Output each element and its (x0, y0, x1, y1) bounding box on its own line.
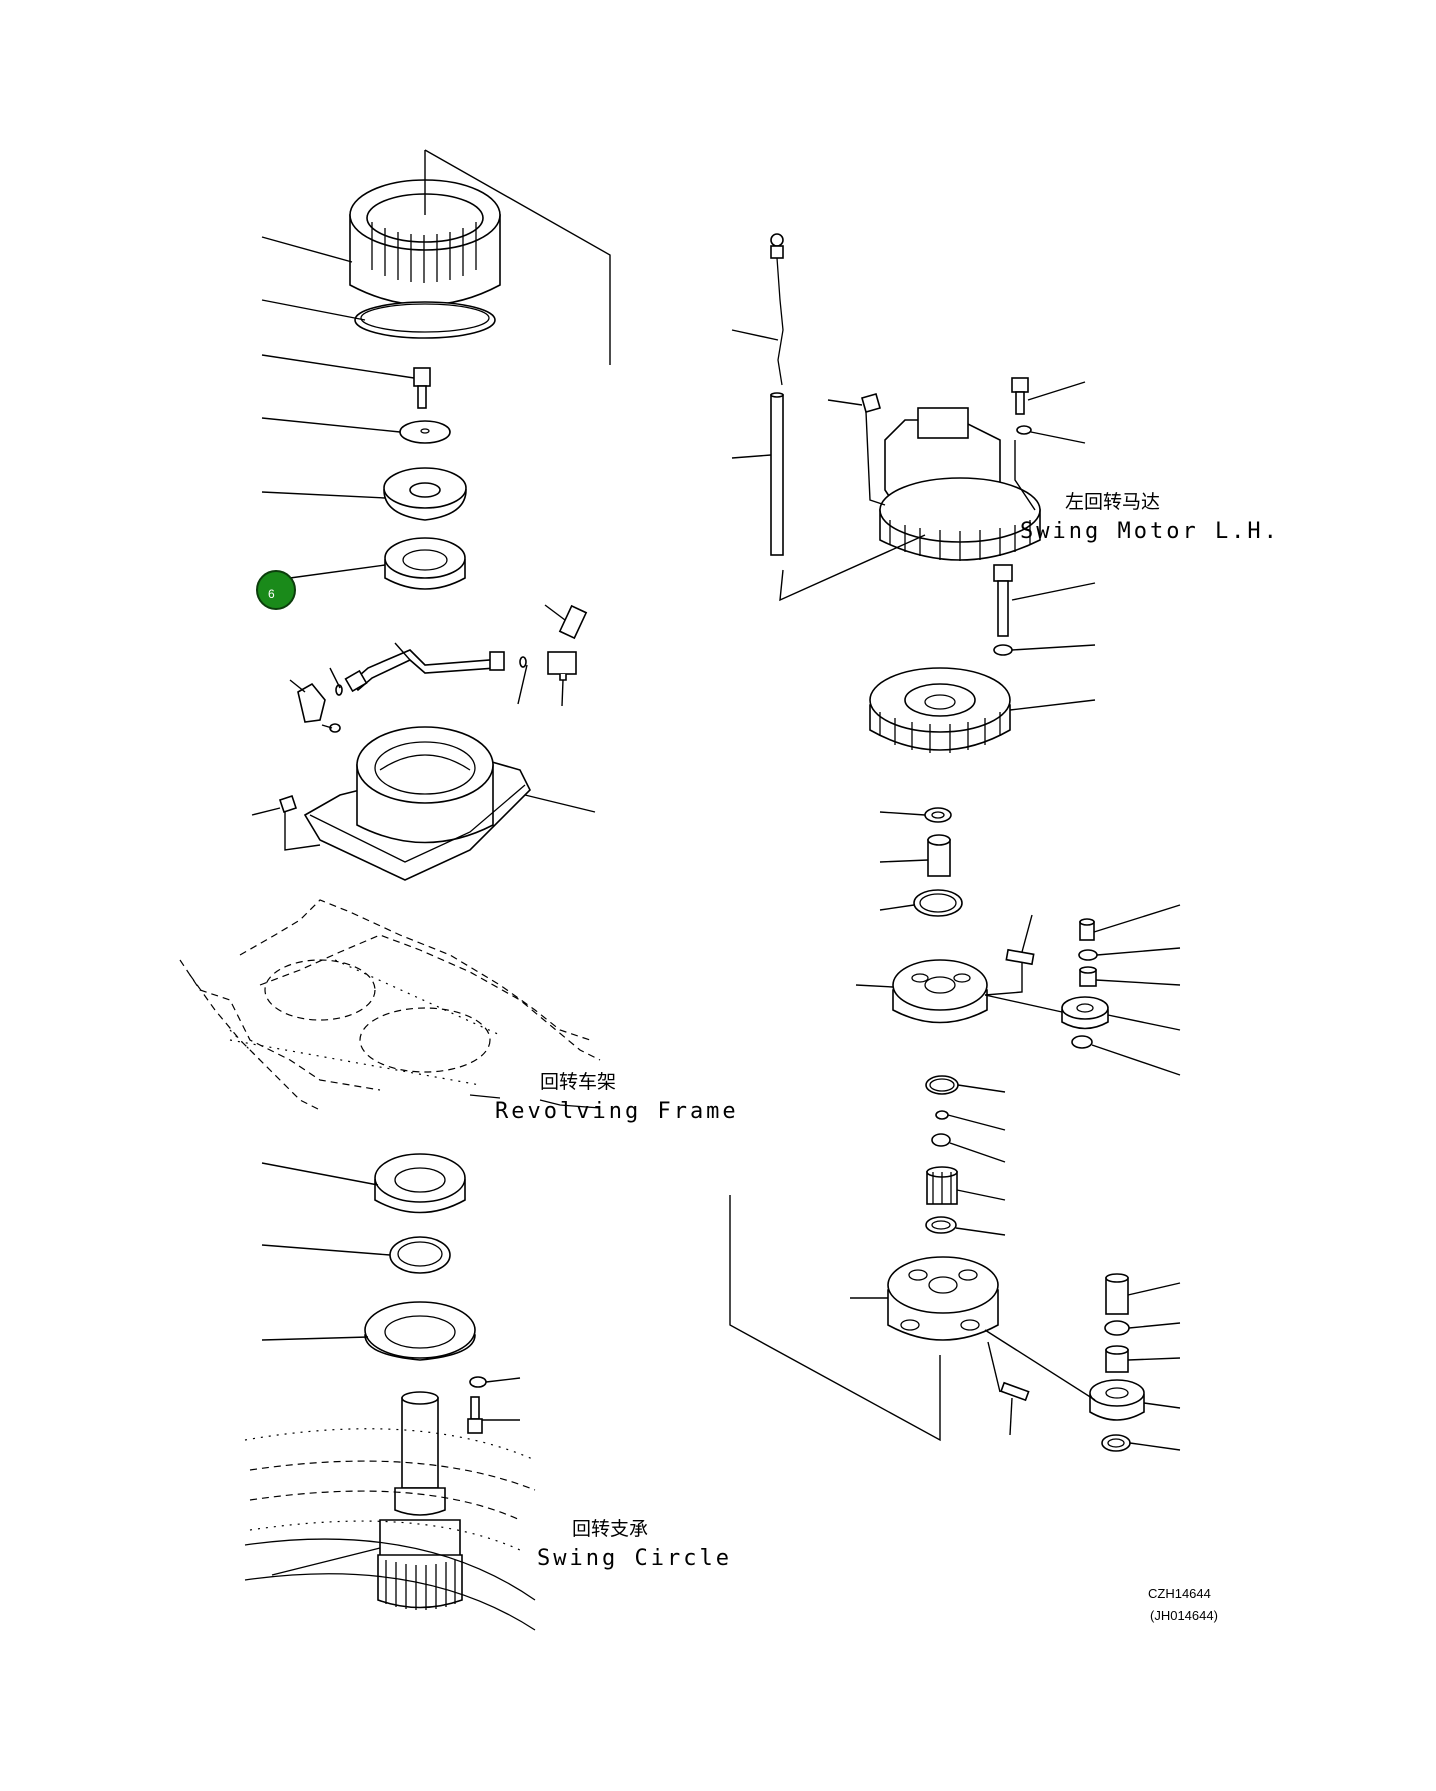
tee-block[interactable] (547, 651, 577, 681)
planet-carrier-2[interactable] (887, 1256, 999, 1341)
long-bolt[interactable] (993, 564, 1013, 637)
washer-3[interactable] (1071, 1035, 1093, 1049)
swing-circle-label-cn: 回转支承 (572, 1518, 648, 1540)
planet-carrier-1[interactable] (892, 959, 988, 1024)
pin-1[interactable] (1005, 948, 1035, 966)
elbow-fitting[interactable] (297, 682, 326, 723)
bushing-1[interactable] (1079, 966, 1097, 987)
oil-level-gauge[interactable] (770, 233, 784, 386)
swing-motor[interactable] (879, 407, 1041, 561)
callout-number: 6 (268, 587, 275, 601)
revolving-frame (179, 899, 601, 1111)
washer-plate[interactable] (399, 420, 451, 444)
washer-lower[interactable] (469, 1376, 487, 1388)
bolt-upper[interactable] (413, 367, 431, 409)
swing-circle-label-en: Swing Circle (537, 1546, 732, 1571)
roller-bearing-6[interactable] (384, 537, 466, 590)
drawing-code: CZH14644 (1148, 1586, 1211, 1601)
breather-plug[interactable] (558, 604, 588, 640)
leader-lines (251, 149, 1181, 1576)
o-ring[interactable] (354, 301, 496, 339)
o-ring-small-3[interactable] (519, 656, 527, 668)
washer-4[interactable] (935, 1110, 949, 1120)
thrust-washer-2[interactable] (925, 1216, 957, 1234)
snap-ring-2[interactable] (925, 1075, 959, 1095)
drawing-code-alt: (JH014644) (1150, 1608, 1218, 1623)
callout-6[interactable]: 6 (256, 570, 296, 610)
thrust-washer-1[interactable] (924, 807, 952, 823)
planet-pin[interactable] (1105, 1273, 1129, 1315)
planet-gear-2[interactable] (1089, 1379, 1145, 1421)
bearing-cover[interactable] (383, 467, 467, 521)
swing-circle (244, 1428, 536, 1631)
pin-small-1[interactable] (1079, 918, 1095, 941)
swing-machinery-housing[interactable] (303, 726, 531, 881)
oil-seal[interactable] (389, 1236, 451, 1274)
bolt-motor[interactable] (1011, 377, 1029, 415)
washer-5[interactable] (931, 1133, 951, 1147)
plug-left[interactable] (278, 794, 298, 814)
swing-motor-label-en: Swing Motor L.H. (1020, 519, 1280, 544)
washer-7[interactable] (1101, 1434, 1131, 1452)
pinion-shaft[interactable] (377, 1391, 463, 1610)
gauge-tube[interactable] (770, 392, 784, 556)
plug-motor[interactable] (861, 393, 881, 413)
sun-gear-2[interactable] (926, 1166, 958, 1205)
bolt-lower[interactable] (467, 1396, 483, 1434)
washer-long-bolt[interactable] (993, 644, 1013, 656)
roller-bearing-lower[interactable] (374, 1153, 466, 1214)
hose[interactable] (344, 649, 505, 693)
bushing-2[interactable] (1105, 1345, 1129, 1373)
planet-carrier-upper-housing[interactable] (869, 667, 1011, 753)
washer-2[interactable] (1078, 949, 1098, 961)
bearing-retainer[interactable] (364, 1301, 476, 1361)
swing-motor-label-cn: 左回转马达 (1065, 491, 1160, 513)
snap-ring-1[interactable] (913, 889, 963, 917)
revolving-frame-label-cn: 回转车架 (540, 1071, 616, 1093)
revolving-frame-label-en: Revolving Frame (495, 1099, 739, 1124)
planet-gear-1[interactable] (1061, 996, 1109, 1030)
sun-gear-1[interactable] (927, 834, 951, 877)
washer-6[interactable] (1104, 1320, 1130, 1336)
pin-2[interactable] (1000, 1381, 1030, 1402)
washer-motor[interactable] (1016, 425, 1032, 435)
